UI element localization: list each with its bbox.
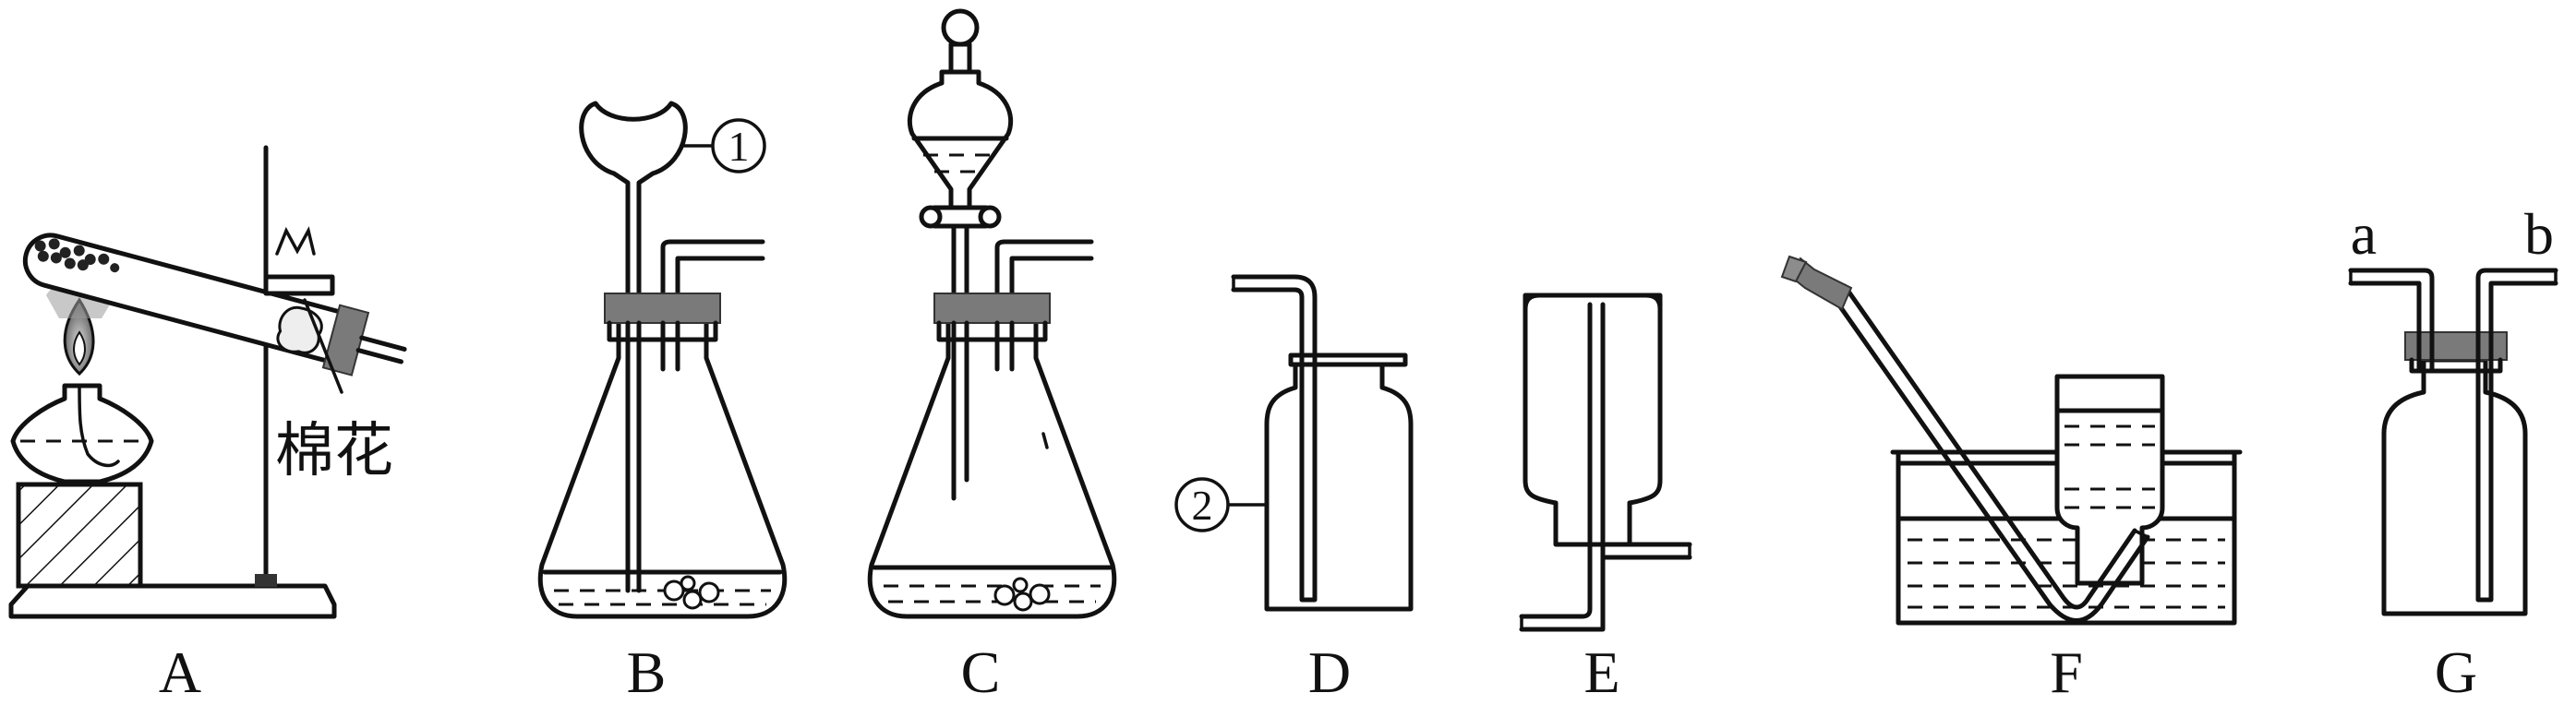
- glass-plate: [1288, 352, 1408, 367]
- cotton-label: 棉花: [275, 417, 393, 485]
- label-c: C: [961, 639, 1001, 705]
- marker-2: [1174, 477, 1230, 532]
- apparatus-g: a b G: [2348, 201, 2558, 705]
- solid-reactant: [34, 238, 120, 273]
- label-d: D: [1308, 639, 1351, 705]
- label-a: A: [159, 639, 201, 705]
- stopper-b: [604, 293, 721, 324]
- svg-text:1: 1: [728, 123, 750, 170]
- apparatus-a: 棉花 A: [8, 145, 407, 705]
- cotton-pointer: [303, 298, 343, 394]
- separatory-funnel: [907, 69, 1014, 213]
- gas-bottle-d: [1264, 352, 1414, 612]
- granules-c: [993, 577, 1051, 612]
- tube-d: [1231, 274, 1318, 603]
- rod-foot: [255, 574, 277, 587]
- apparatus-b: 1 B: [537, 101, 788, 705]
- label-b: B: [627, 639, 667, 705]
- apparatus-f: F: [1780, 255, 2243, 705]
- apparatus-e: E: [1519, 293, 1692, 705]
- tube-stopper: [321, 304, 370, 376]
- stopper-c: [933, 293, 1051, 324]
- erlenmeyer-flask-b: [537, 316, 788, 619]
- label-g: G: [2435, 639, 2477, 705]
- clamp: [263, 274, 335, 296]
- erlenmeyer-flask-c: [867, 316, 1117, 619]
- apparatus-c: C: [867, 8, 1117, 705]
- stand-base: [8, 583, 337, 619]
- wood-block: [16, 482, 143, 589]
- port-b-tube: [2475, 268, 2558, 603]
- port-b-label: b: [2524, 201, 2554, 267]
- svg-text:2: 2: [1192, 482, 1213, 529]
- tube-f: [1828, 283, 2150, 623]
- port-a-tube: [2348, 268, 2435, 374]
- label-e: E: [1583, 639, 1619, 705]
- granules-b: [663, 575, 720, 610]
- gas-bottle-e: [1523, 293, 1663, 547]
- apparatus-d: 2 D: [1174, 274, 1414, 705]
- marker-1: [711, 118, 766, 173]
- port-a-label: a: [2351, 201, 2377, 267]
- gas-bottle-g: [2381, 357, 2528, 616]
- lamp-wick: [78, 384, 120, 468]
- label-f: F: [2050, 639, 2083, 705]
- tube-e: [1519, 302, 1606, 632]
